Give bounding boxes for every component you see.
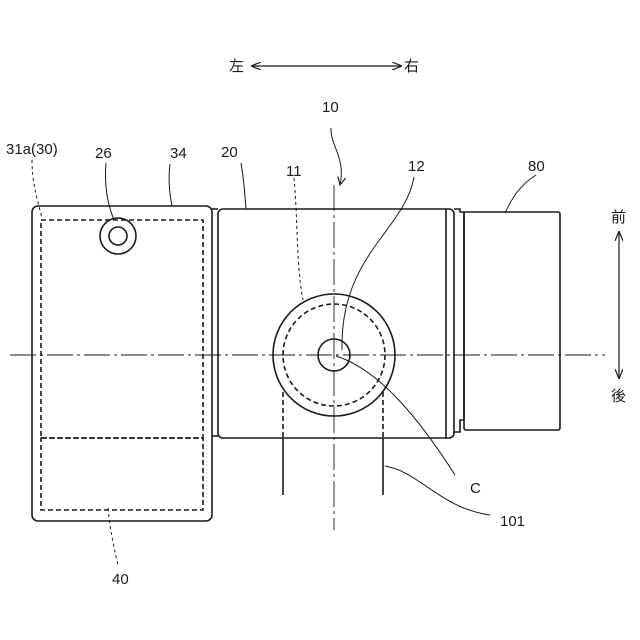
region-31a-dashed	[41, 220, 203, 438]
label-101: 101	[500, 513, 525, 530]
label-40: 40	[112, 571, 129, 588]
body-20	[212, 209, 454, 438]
label-10: 10	[322, 99, 339, 116]
label-31a-30: 31a(30)	[6, 141, 58, 158]
direction-left-label: 左	[229, 58, 244, 75]
label-26: 26	[95, 145, 112, 162]
part-80	[454, 209, 560, 432]
left-right-direction-indicator: 左 右	[229, 58, 419, 75]
hole-26-outer	[100, 218, 136, 254]
label-80: 80	[528, 158, 545, 175]
hole-26-inner	[109, 227, 127, 245]
front-rear-direction-indicator: 前 後	[611, 209, 626, 405]
direction-rear-label: 後	[611, 388, 626, 405]
direction-right-label: 右	[404, 58, 419, 75]
label-20: 20	[221, 144, 238, 161]
label-c: C	[470, 480, 481, 497]
label-34: 34	[170, 145, 187, 162]
label-12: 12	[408, 158, 425, 175]
region-40-dashed	[41, 438, 203, 510]
label-11: 11	[286, 163, 302, 180]
support-101	[283, 392, 383, 495]
direction-front-label: 前	[611, 209, 626, 226]
housing-34	[32, 206, 212, 521]
